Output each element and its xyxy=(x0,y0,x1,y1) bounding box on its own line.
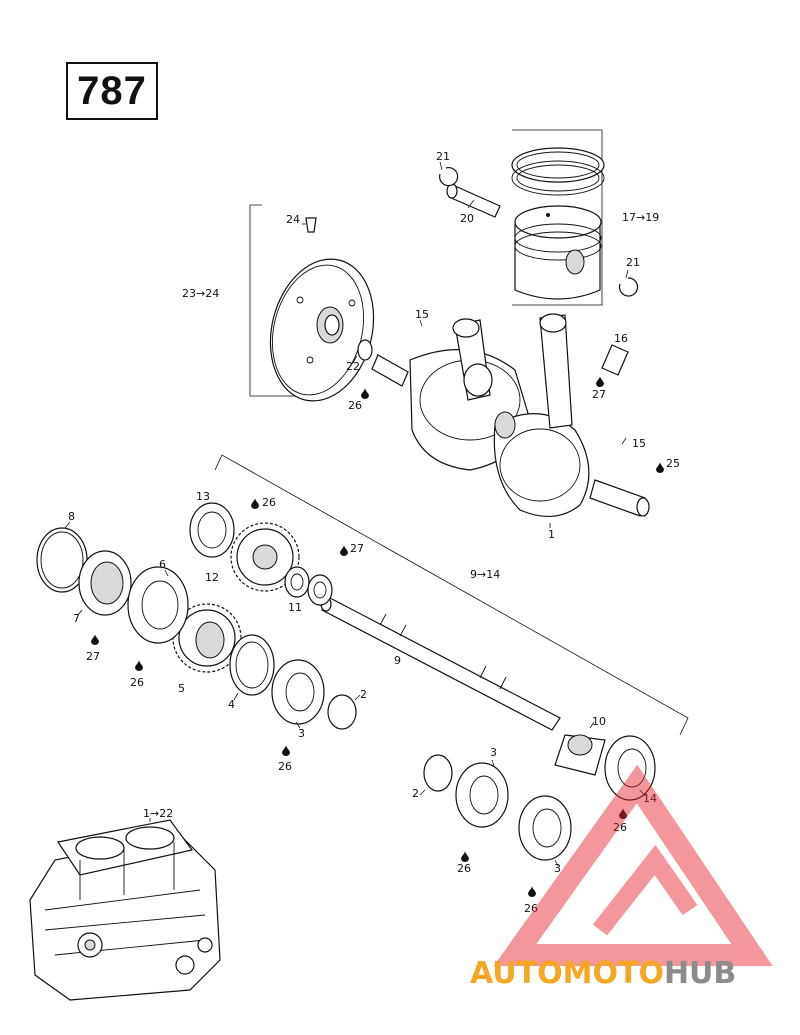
lubricant-drop-icon xyxy=(135,660,143,671)
drive-gear xyxy=(230,522,300,592)
bearing-11b xyxy=(307,574,333,606)
callout-13: 13 xyxy=(196,490,210,503)
piston-assembly xyxy=(439,129,639,306)
callout-8: 8 xyxy=(68,510,75,523)
lubricant-drop-icon xyxy=(528,886,536,897)
callout-2: 2 xyxy=(360,688,367,701)
circlip-left xyxy=(439,167,459,187)
ball-bearing-6 xyxy=(127,566,189,644)
needle-bearing xyxy=(601,344,629,376)
circlip-2b xyxy=(423,754,453,792)
lubricant-drop-icon xyxy=(340,545,348,556)
callout-27: 27 xyxy=(350,542,364,555)
crankshaft xyxy=(371,313,650,528)
lubricant-drop-icon xyxy=(282,745,290,756)
callout-27: 27 xyxy=(592,388,606,401)
lubricant-drop-icon xyxy=(251,498,259,509)
callout-15: 15 xyxy=(415,308,429,321)
callout-2: 2 xyxy=(412,787,419,800)
circlip-right xyxy=(618,277,639,297)
lubricant-drop-icon xyxy=(596,376,604,387)
callout-27: 27 xyxy=(86,650,100,663)
lubricant-drop-icon xyxy=(91,634,99,645)
piston xyxy=(514,205,602,300)
rotor-screw xyxy=(305,217,317,233)
oil-seal-13 xyxy=(189,502,235,558)
callout-14: 14 xyxy=(643,792,657,805)
callout-6: 6 xyxy=(159,558,166,571)
callout-7: 7 xyxy=(73,612,80,625)
callout-26: 26 xyxy=(262,496,276,509)
watermark-brand-secondary: HUB xyxy=(664,956,736,991)
callout-17-19: 17→19 xyxy=(622,211,659,224)
callout-21: 21 xyxy=(626,256,640,269)
callout-20: 20 xyxy=(460,212,474,225)
callout-3: 3 xyxy=(298,727,305,740)
callout-26: 26 xyxy=(278,760,292,773)
ball-bearing-14 xyxy=(604,735,656,801)
callout-23-24: 23→24 xyxy=(182,287,219,300)
spacer-4 xyxy=(229,634,275,696)
callout-10: 10 xyxy=(592,715,606,728)
lubricant-drop-icon xyxy=(461,851,469,862)
svg-text:AUTOMOTOHUB: AUTOMOTOHUB xyxy=(470,956,736,991)
callout-25: 25 xyxy=(666,457,680,470)
callout-1: 1 xyxy=(548,528,555,541)
callout-24: 24 xyxy=(286,213,300,226)
engine-code: 787 xyxy=(77,68,147,113)
callout-11: 11 xyxy=(288,601,302,614)
ball-bearing-3c xyxy=(518,795,572,861)
callout-22: 22 xyxy=(346,360,360,373)
balance-shaft xyxy=(320,596,561,731)
callout-3: 3 xyxy=(490,746,497,759)
watermark-triangle-icon xyxy=(493,764,773,966)
washer xyxy=(357,339,373,361)
callout-26: 26 xyxy=(613,821,627,834)
callout-labels: 21 20 17→19 21 24 23→24 15 16 22 27 26 1… xyxy=(68,150,680,915)
callout-1-22: 1→22 xyxy=(143,807,173,820)
callout-26: 26 xyxy=(130,676,144,689)
watermark-logo xyxy=(493,764,773,966)
callout-4: 4 xyxy=(228,698,235,711)
ball-bearing-3a xyxy=(271,659,325,725)
lubricant-drop-icon xyxy=(656,462,664,473)
bushing-10 xyxy=(554,734,606,776)
lubricant-drop-icon xyxy=(361,388,369,399)
callout-26: 26 xyxy=(457,862,471,875)
rotor-assembly xyxy=(249,204,375,402)
callout-5: 5 xyxy=(178,682,185,695)
engine-block-inset xyxy=(29,819,221,1001)
callout-16: 16 xyxy=(614,332,628,345)
callout-3: 3 xyxy=(554,862,561,875)
callout-26: 26 xyxy=(524,902,538,915)
balancer-gear xyxy=(172,603,242,673)
watermark-brand-primary: AUTOMOTO xyxy=(470,956,664,991)
callout-9: 9 xyxy=(394,654,401,667)
ball-bearing-3b xyxy=(455,762,509,828)
callout-21: 21 xyxy=(436,150,450,163)
callout-15: 15 xyxy=(632,437,646,450)
callout-9-14: 9→14 xyxy=(470,568,500,581)
engine-code-box: 787 xyxy=(66,62,158,120)
callout-12: 12 xyxy=(205,571,219,584)
callout-26: 26 xyxy=(348,399,362,412)
bearing-11a xyxy=(284,566,310,598)
circlip-2a xyxy=(327,694,357,730)
piston-ring xyxy=(511,147,605,196)
piston-pin xyxy=(446,183,501,218)
